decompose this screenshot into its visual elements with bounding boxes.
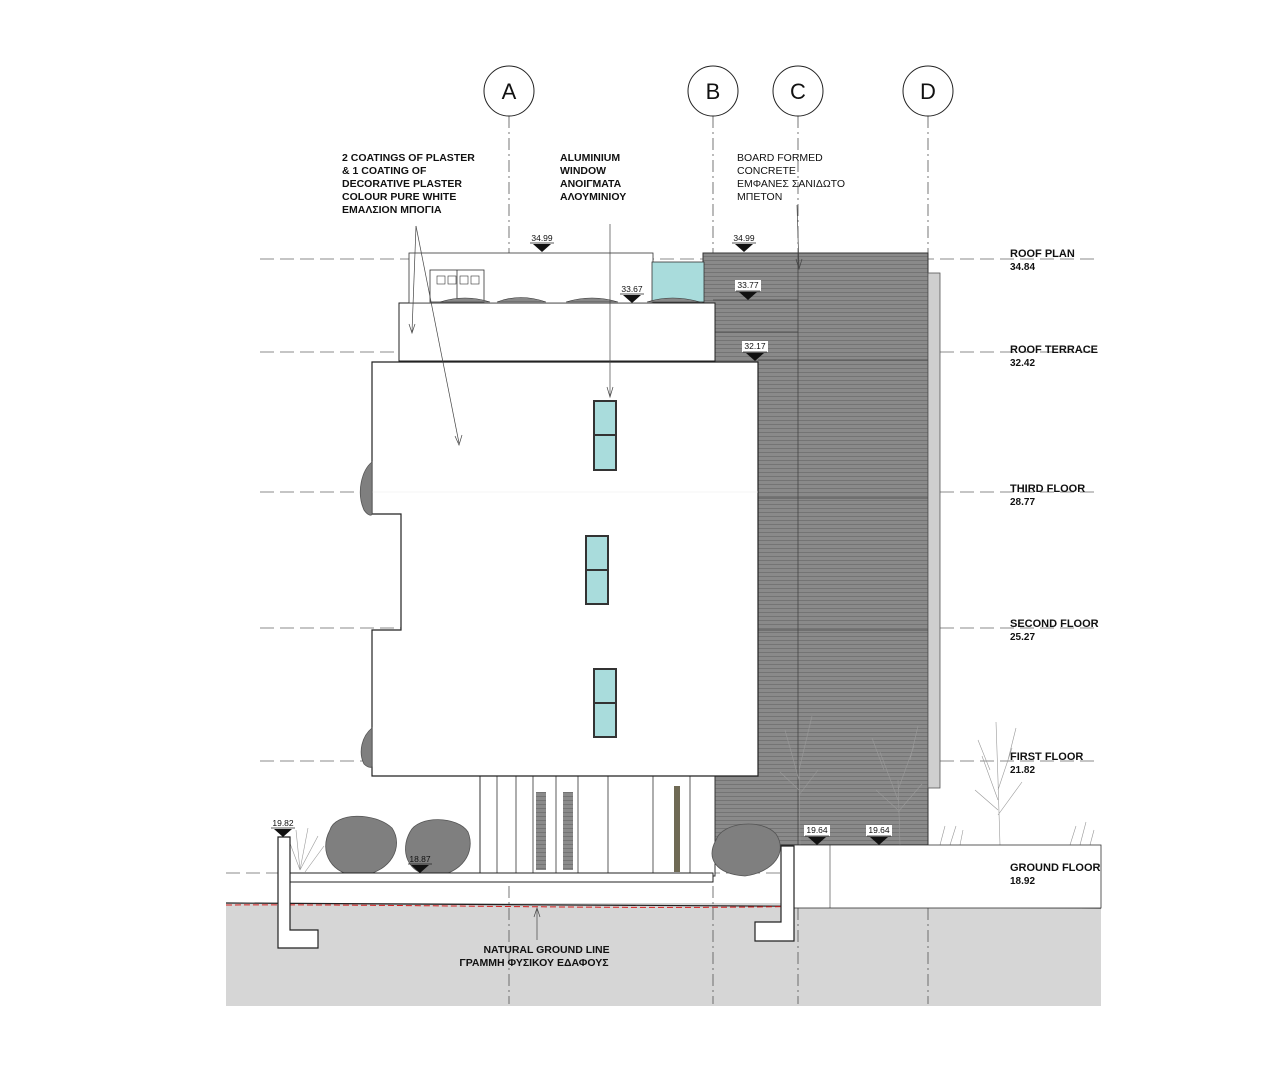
level-label-first-floor: FIRST FLOOR 21.82 — [1010, 751, 1083, 776]
elevation-marker: 34.99 — [732, 233, 756, 252]
level-label-third-floor: THIRD FLOOR 28.77 — [1010, 483, 1085, 508]
elevation-marker: 19.64 — [804, 825, 830, 845]
glass-railing — [651, 261, 705, 303]
left-retaining-wall — [277, 836, 319, 949]
svg-text:18.92: 18.92 — [1010, 876, 1035, 887]
svg-text:C: C — [790, 79, 806, 104]
grid-bubble-a: A — [483, 65, 535, 117]
level-label-roof-terrace: ROOF TERRACE 32.42 — [1010, 344, 1098, 369]
elevation-marker: 33.67 — [620, 284, 644, 303]
elevation-marker: 19.82 — [271, 818, 295, 837]
ground-floor-colonnade — [479, 775, 716, 877]
grid-bubble-d: D — [902, 65, 954, 117]
note-leaders — [408, 204, 803, 940]
plaster-note: 2 COATINGS OF PLASTER & 1 COATING OF DEC… — [342, 152, 478, 216]
svg-text:28.77: 28.77 — [1010, 497, 1035, 508]
svg-text:32.42: 32.42 — [1010, 358, 1035, 369]
grid-bubble-c: C — [772, 65, 824, 117]
ground-mass — [226, 903, 1101, 1006]
svg-text:SECOND FLOOR: SECOND FLOOR — [1010, 618, 1099, 630]
svg-text:19.64: 19.64 — [868, 825, 890, 835]
svg-text:ROOF PLAN: ROOF PLAN — [1010, 248, 1075, 260]
window-second-floor — [585, 535, 609, 605]
white-block — [371, 361, 759, 777]
roof-parapet — [398, 302, 716, 362]
svg-text:ROOF TERRACE: ROOF TERRACE — [1010, 344, 1098, 356]
svg-text:GROUND FLOOR: GROUND FLOOR — [1010, 862, 1100, 874]
svg-text:B: B — [706, 79, 721, 104]
roof-planters — [439, 297, 701, 303]
svg-text:33.77: 33.77 — [737, 280, 759, 290]
svg-text:34.99: 34.99 — [531, 233, 553, 243]
level-label-roof-plan: ROOF PLAN 34.84 — [1010, 248, 1075, 273]
svg-text:THIRD FLOOR: THIRD FLOOR — [1010, 483, 1085, 495]
window-first-floor — [593, 668, 617, 738]
svg-text:21.82: 21.82 — [1010, 765, 1035, 776]
concrete-side-fin — [927, 272, 941, 789]
svg-text:19.64: 19.64 — [806, 825, 828, 835]
elevation-marker: 32.17 — [742, 341, 768, 361]
elevation-marker: 34.99 — [530, 233, 554, 252]
svg-text:25.27: 25.27 — [1010, 632, 1035, 643]
aluminium-window-note: ALUMINIUM WINDOW ΑΝΟΙΓΜΑΤΑ ΑΛΟΥΜΙΝΙΟΥ — [560, 152, 626, 203]
window-third-floor — [593, 400, 617, 471]
svg-text:18.87: 18.87 — [409, 854, 431, 864]
svg-text:FIRST FLOOR: FIRST FLOOR — [1010, 751, 1083, 763]
trees — [287, 715, 1095, 873]
svg-text:34.84: 34.84 — [1010, 262, 1035, 273]
elevation-marker: 18.87 — [408, 854, 432, 873]
board-formed-concrete-note: BOARD FORMED CONCRETE ΕΜΦΑΝΕΣ ΣΑΝΙΔΩΤΟ Μ… — [737, 152, 848, 203]
natural-ground-line-note: NATURAL GROUND LINE ΓΡΑΜΜΗ ΦΥΣΙΚΟΥ ΕΔΑΦΟ… — [459, 944, 612, 969]
svg-text:A: A — [502, 79, 517, 104]
svg-text:33.67: 33.67 — [621, 284, 643, 294]
shrubs — [325, 461, 781, 877]
right-terrace — [792, 844, 1102, 909]
elevation-marker: 33.77 — [735, 280, 761, 300]
svg-text:34.99: 34.99 — [733, 233, 755, 243]
right-retaining-wall — [754, 845, 795, 942]
roof-louvre — [429, 269, 485, 303]
level-label-ground-floor: GROUND FLOOR 18.92 — [1010, 862, 1100, 887]
level-label-second-floor: SECOND FLOOR 25.27 — [1010, 618, 1099, 643]
grid-bubble-b: B — [687, 65, 739, 117]
svg-text:32.17: 32.17 — [744, 341, 766, 351]
svg-text:D: D — [920, 79, 936, 104]
ground-slab — [287, 872, 714, 883]
svg-text:19.82: 19.82 — [272, 818, 294, 828]
elevation-marker: 19.64 — [866, 825, 892, 845]
